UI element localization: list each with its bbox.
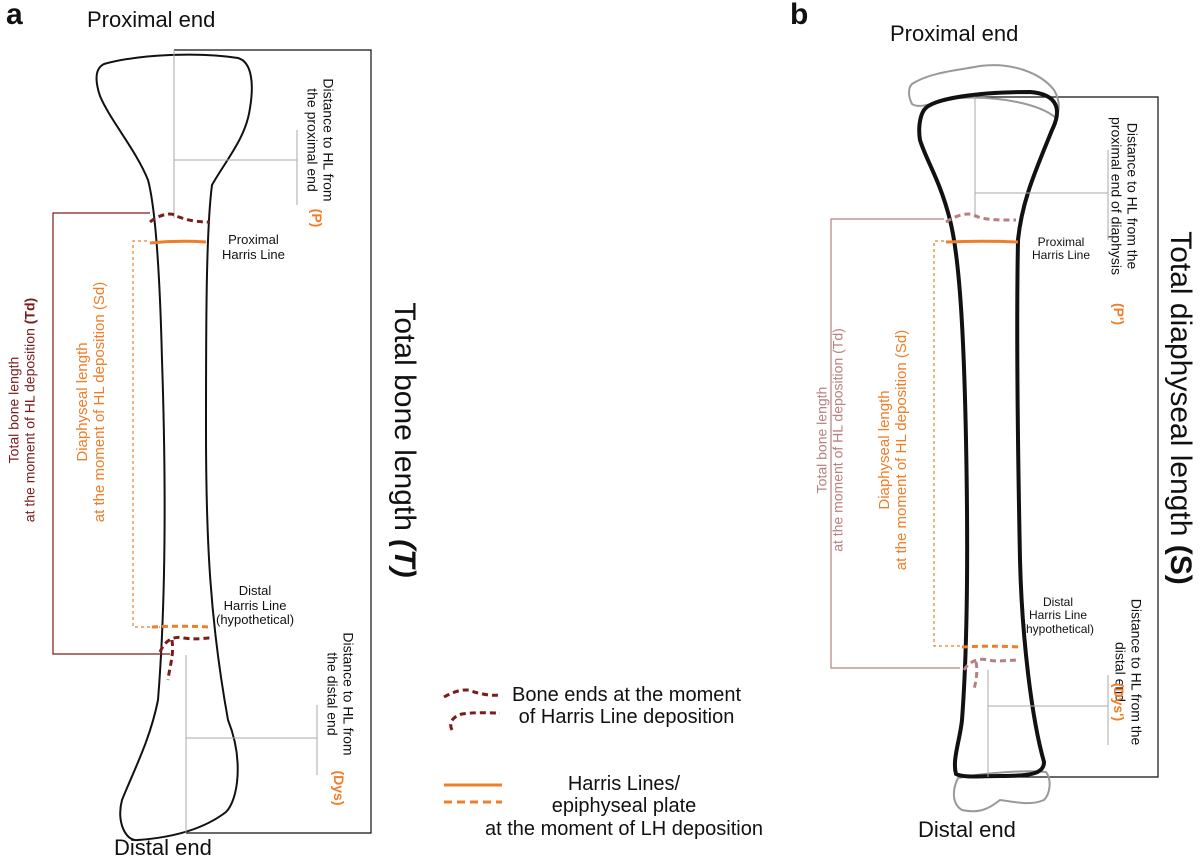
distal-hl-line1-a: Distal <box>238 583 272 598</box>
panel-a-distal-end-label: Distal end <box>114 835 212 860</box>
td-line2-a: at the moment of HL deposition (Td) <box>21 297 37 523</box>
distal-harris-line-b <box>961 644 1021 649</box>
legend-bone-ends-line1: Bone ends at the moment <box>512 684 742 706</box>
total-diaphyseal-length-label: Total diaphyseal length (S) <box>1163 231 1197 585</box>
distal-hl-line3-b: (hypothetical) <box>1022 621 1095 636</box>
panel-b-letter: b <box>790 0 809 31</box>
panel-b-drawing <box>830 64 1159 813</box>
distal-epiphysis-outline <box>952 770 1051 813</box>
td-line2-b: at the moment of HL deposition (Td) <box>829 328 845 552</box>
td-symbol-a: (Td) <box>21 297 37 325</box>
total-bone-length-label: Total bone length (T) <box>387 302 421 577</box>
distance-distal-symbol-b: (Dys') <box>1110 682 1127 722</box>
sd-bracket-b <box>933 240 962 647</box>
distance-distal-line1-b: Distance to HL from the <box>1128 598 1145 746</box>
distance-proximal-line2-a: the proximal end <box>305 88 321 192</box>
distal-hl-line2-a: Harris Line <box>223 597 287 613</box>
proximal-hl-line2-b: Harris Line <box>1032 248 1091 263</box>
distal-hl-line3-a: (hypothetical) <box>216 612 295 628</box>
total-diaphyseal-bracket <box>964 96 1159 778</box>
distance-proximal-line1-a: Distance to HL from <box>320 78 337 202</box>
total-diaphyseal-length-text: Total diaphyseal length <box>1163 231 1197 537</box>
sd-line2-a: at the moment of HL deposition (Sd) <box>91 281 108 523</box>
bone-end-proximal-a <box>149 212 211 224</box>
distance-distal-label-b: Distance to HL from the distal end <box>1112 598 1145 746</box>
proximal-harris-line-a <box>149 239 207 245</box>
td-symbol-b: (Td) <box>829 328 845 354</box>
legend-bone-ends-line2: of Harris Line deposition <box>518 706 735 729</box>
distance-distal-label-a: Distance to HL from the distal end <box>324 632 357 756</box>
distance-proximal-line1-b: Distance to HL from the <box>1124 122 1141 270</box>
distance-proximal-symbol-a: (P) <box>308 208 325 228</box>
bone-end-distal-b <box>962 657 1021 691</box>
proximal-harris-line-b <box>945 239 1019 244</box>
panel-a-letter: a <box>6 0 23 31</box>
distance-proximal-label-b: Distance to HL from the proximal end of … <box>1108 117 1141 275</box>
legend-bone-end-distal <box>449 711 501 731</box>
distal-hl-line2-b: Harris Line <box>1029 608 1088 623</box>
legend-bone-end-proximal <box>443 688 501 699</box>
distance-proximal-line2-b: proximal end of diaphysis <box>1109 117 1125 275</box>
panel-b-proximal-end-label: Proximal end <box>890 21 1019 46</box>
diaphysis-outline-b <box>917 89 1059 779</box>
distance-proximal-symbol-b: (P') <box>1110 303 1127 325</box>
distal-hl-line1-b: Distal <box>1043 595 1074 609</box>
distal-harris-line-a <box>151 624 210 629</box>
total-diaphyseal-length-symbol: (S) <box>1163 544 1197 585</box>
bone-outline-a <box>95 53 253 842</box>
sd-bracket-a <box>132 240 160 628</box>
distance-distal-symbol-a: (Dys) <box>330 770 347 806</box>
legend-bone-ends-label: Bone ends at the moment of Harris Line d… <box>512 684 741 729</box>
legend-hl-line1: Harris Lines/ <box>567 773 681 795</box>
distance-distal-line2-b: distal end <box>1113 642 1129 702</box>
panel-a-proximal-end-label: Proximal end <box>87 7 216 32</box>
proximal-hl-line2-a: Harris Line <box>222 246 285 262</box>
legend-harris-lines-label: Harris Lines/ epiphyseal plate at the mo… <box>444 773 804 840</box>
proximal-hl-line1-b: Proximal <box>1037 235 1085 249</box>
distance-distal-line2-a: the distal end <box>325 652 341 736</box>
sd-label-b: Diaphyseal length at the moment of HL de… <box>876 329 911 571</box>
sd-symbol-b: (Sd) <box>893 329 910 359</box>
td-label-b: Total bone length at the moment of HL de… <box>813 328 845 552</box>
sd-label-a: Diaphyseal length at the moment of HL de… <box>74 281 109 523</box>
td-label-a: Total bone length at the moment of HL de… <box>5 297 37 523</box>
bone-end-distal-a <box>158 635 211 681</box>
td-line1-b: Total bone length <box>813 386 830 494</box>
sd-line2-b: at the moment of HL deposition (Sd) <box>893 329 910 571</box>
panel-b-distal-end-label: Distal end <box>918 817 1016 842</box>
td-bracket-b <box>830 218 960 669</box>
total-bone-length-bracket <box>174 49 372 834</box>
legend-hl-line3: at the moment of LH deposition <box>485 817 763 840</box>
total-bone-length-symbol: (T) <box>387 539 421 578</box>
proximal-hl-line1-a: Proximal <box>228 232 279 247</box>
distance-distal-line1-a: Distance to HL from <box>340 632 357 756</box>
distal-harris-line-label-b: Distal Harris Line (hypothetical) <box>1022 595 1095 636</box>
total-bone-length-text: Total bone length <box>387 302 421 531</box>
proximal-harris-line-label-a: Proximal Harris Line <box>222 232 285 262</box>
proximal-harris-line-label-b: Proximal Harris Line <box>1032 235 1091 263</box>
legend-hl-line2: epiphyseal plate <box>551 795 697 818</box>
sd-line1-a: Diaphyseal length <box>74 342 92 462</box>
td-bracket-a <box>52 212 170 655</box>
panel-a-drawing <box>52 49 372 842</box>
legend-symbols <box>443 688 502 804</box>
distal-harris-line-label-a: Distal Harris Line (hypothetical) <box>216 583 295 628</box>
td-line1-a: Total bone length <box>5 356 22 464</box>
distance-proximal-label-a: Distance to HL from the proximal end <box>304 78 337 202</box>
bone-end-proximal-b <box>945 212 1017 224</box>
sd-line1-b: Diaphyseal length <box>876 390 894 510</box>
sd-symbol-a: (Sd) <box>91 281 108 311</box>
